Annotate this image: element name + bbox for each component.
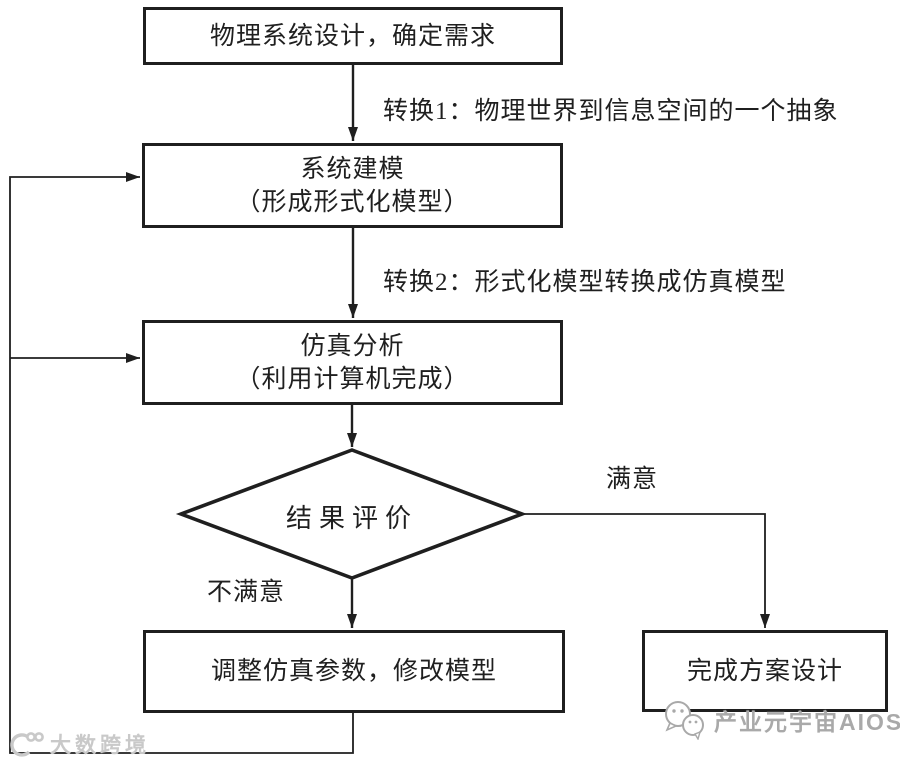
watermark-bottom-right: 产业元宇宙AIOS: [662, 700, 900, 740]
edge-label-transform1: 转换1：物理世界到信息空间的一个抽象: [383, 98, 839, 125]
flow-box-simulation-analysis-line2: （利用计算机完成）: [235, 365, 470, 393]
feedback-loop-to-modeling: [9, 172, 354, 754]
watermark-bottom-left-text: 大数跨境: [50, 734, 150, 757]
decision-diamond: [175, 448, 528, 580]
dashu-kuajing-logo-icon: [10, 732, 44, 757]
flow-box-system-modeling-line2: （形成形式化模型）: [235, 188, 470, 216]
flow-box-adjust-parameters: 调整仿真参数，修改模型: [143, 630, 565, 713]
flow-box-complete-design-label: 完成方案设计: [686, 657, 843, 685]
edge-label-not-satisfied: 不满意: [207, 579, 286, 606]
edge-label-satisfied: 满意: [606, 466, 659, 493]
watermark-bottom-left: 大数跨境: [6, 729, 150, 759]
edge-label-transform2: 转换2：形式化模型转换成仿真模型: [383, 269, 787, 296]
flow-box-physical-design-label: 物理系统设计，确定需求: [209, 22, 496, 50]
watermark-bottom-right-text: 产业元宇宙AIOS: [714, 709, 900, 735]
arrow-decision-to-complete: [522, 513, 770, 628]
flow-box-adjust-parameters-label: 调整仿真参数，修改模型: [210, 658, 497, 685]
flow-box-complete-design: 完成方案设计: [642, 630, 888, 712]
flow-box-simulation-analysis-line1: 仿真分析: [300, 332, 405, 360]
flow-box-system-modeling-line1: 系统建模: [300, 155, 405, 183]
flow-box-system-modeling: 系统建模 （形成形式化模型）: [142, 143, 563, 228]
decision-diamond-label: 结果评价: [285, 504, 418, 533]
flow-box-physical-design: 物理系统设计，确定需求: [143, 7, 563, 65]
chat-bubbles-icon: [665, 701, 704, 740]
flow-box-simulation-analysis: 仿真分析 （利用计算机完成）: [142, 320, 563, 405]
